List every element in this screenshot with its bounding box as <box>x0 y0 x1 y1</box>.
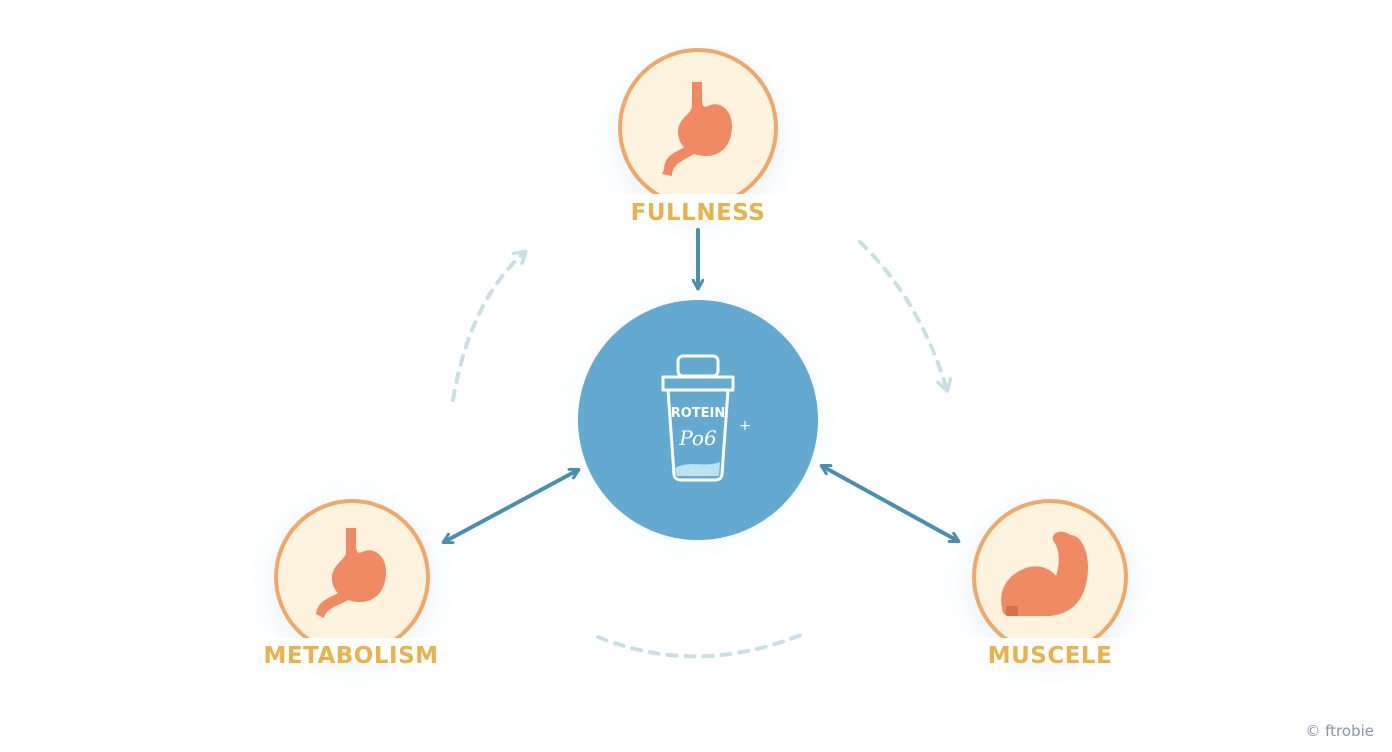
muscle-node <box>968 499 1132 662</box>
fullness-node <box>610 48 786 220</box>
dashed-arc-right <box>858 240 947 390</box>
flexed-bicep-icon <box>1001 531 1088 616</box>
stomach-icon <box>662 82 732 176</box>
protein-shaker-icon <box>661 354 735 482</box>
muscle-label: MUSCELE <box>987 643 1113 669</box>
stomach-icon <box>316 528 386 618</box>
metabolism-label: METABOLISM <box>263 643 439 669</box>
shaker-label-line1: ROTEIN <box>671 406 726 421</box>
watermark: © ftrobie <box>1305 722 1374 740</box>
fullness-label: FULLNESS <box>630 200 766 226</box>
connector-arrows <box>444 228 958 542</box>
shaker-label-line2: Po6 <box>678 426 717 450</box>
dashed-arc-bottom <box>596 630 810 659</box>
arrow-center-muscle <box>822 466 958 541</box>
arrow-center-metabolism <box>444 470 578 542</box>
dashed-cycle-arcs <box>451 240 947 659</box>
dashed-arc-left <box>451 252 525 402</box>
metabolism-node <box>262 499 442 662</box>
sparkle-icon: + <box>739 418 751 434</box>
center-protein-node: ROTEIN Po6 + <box>578 300 818 540</box>
